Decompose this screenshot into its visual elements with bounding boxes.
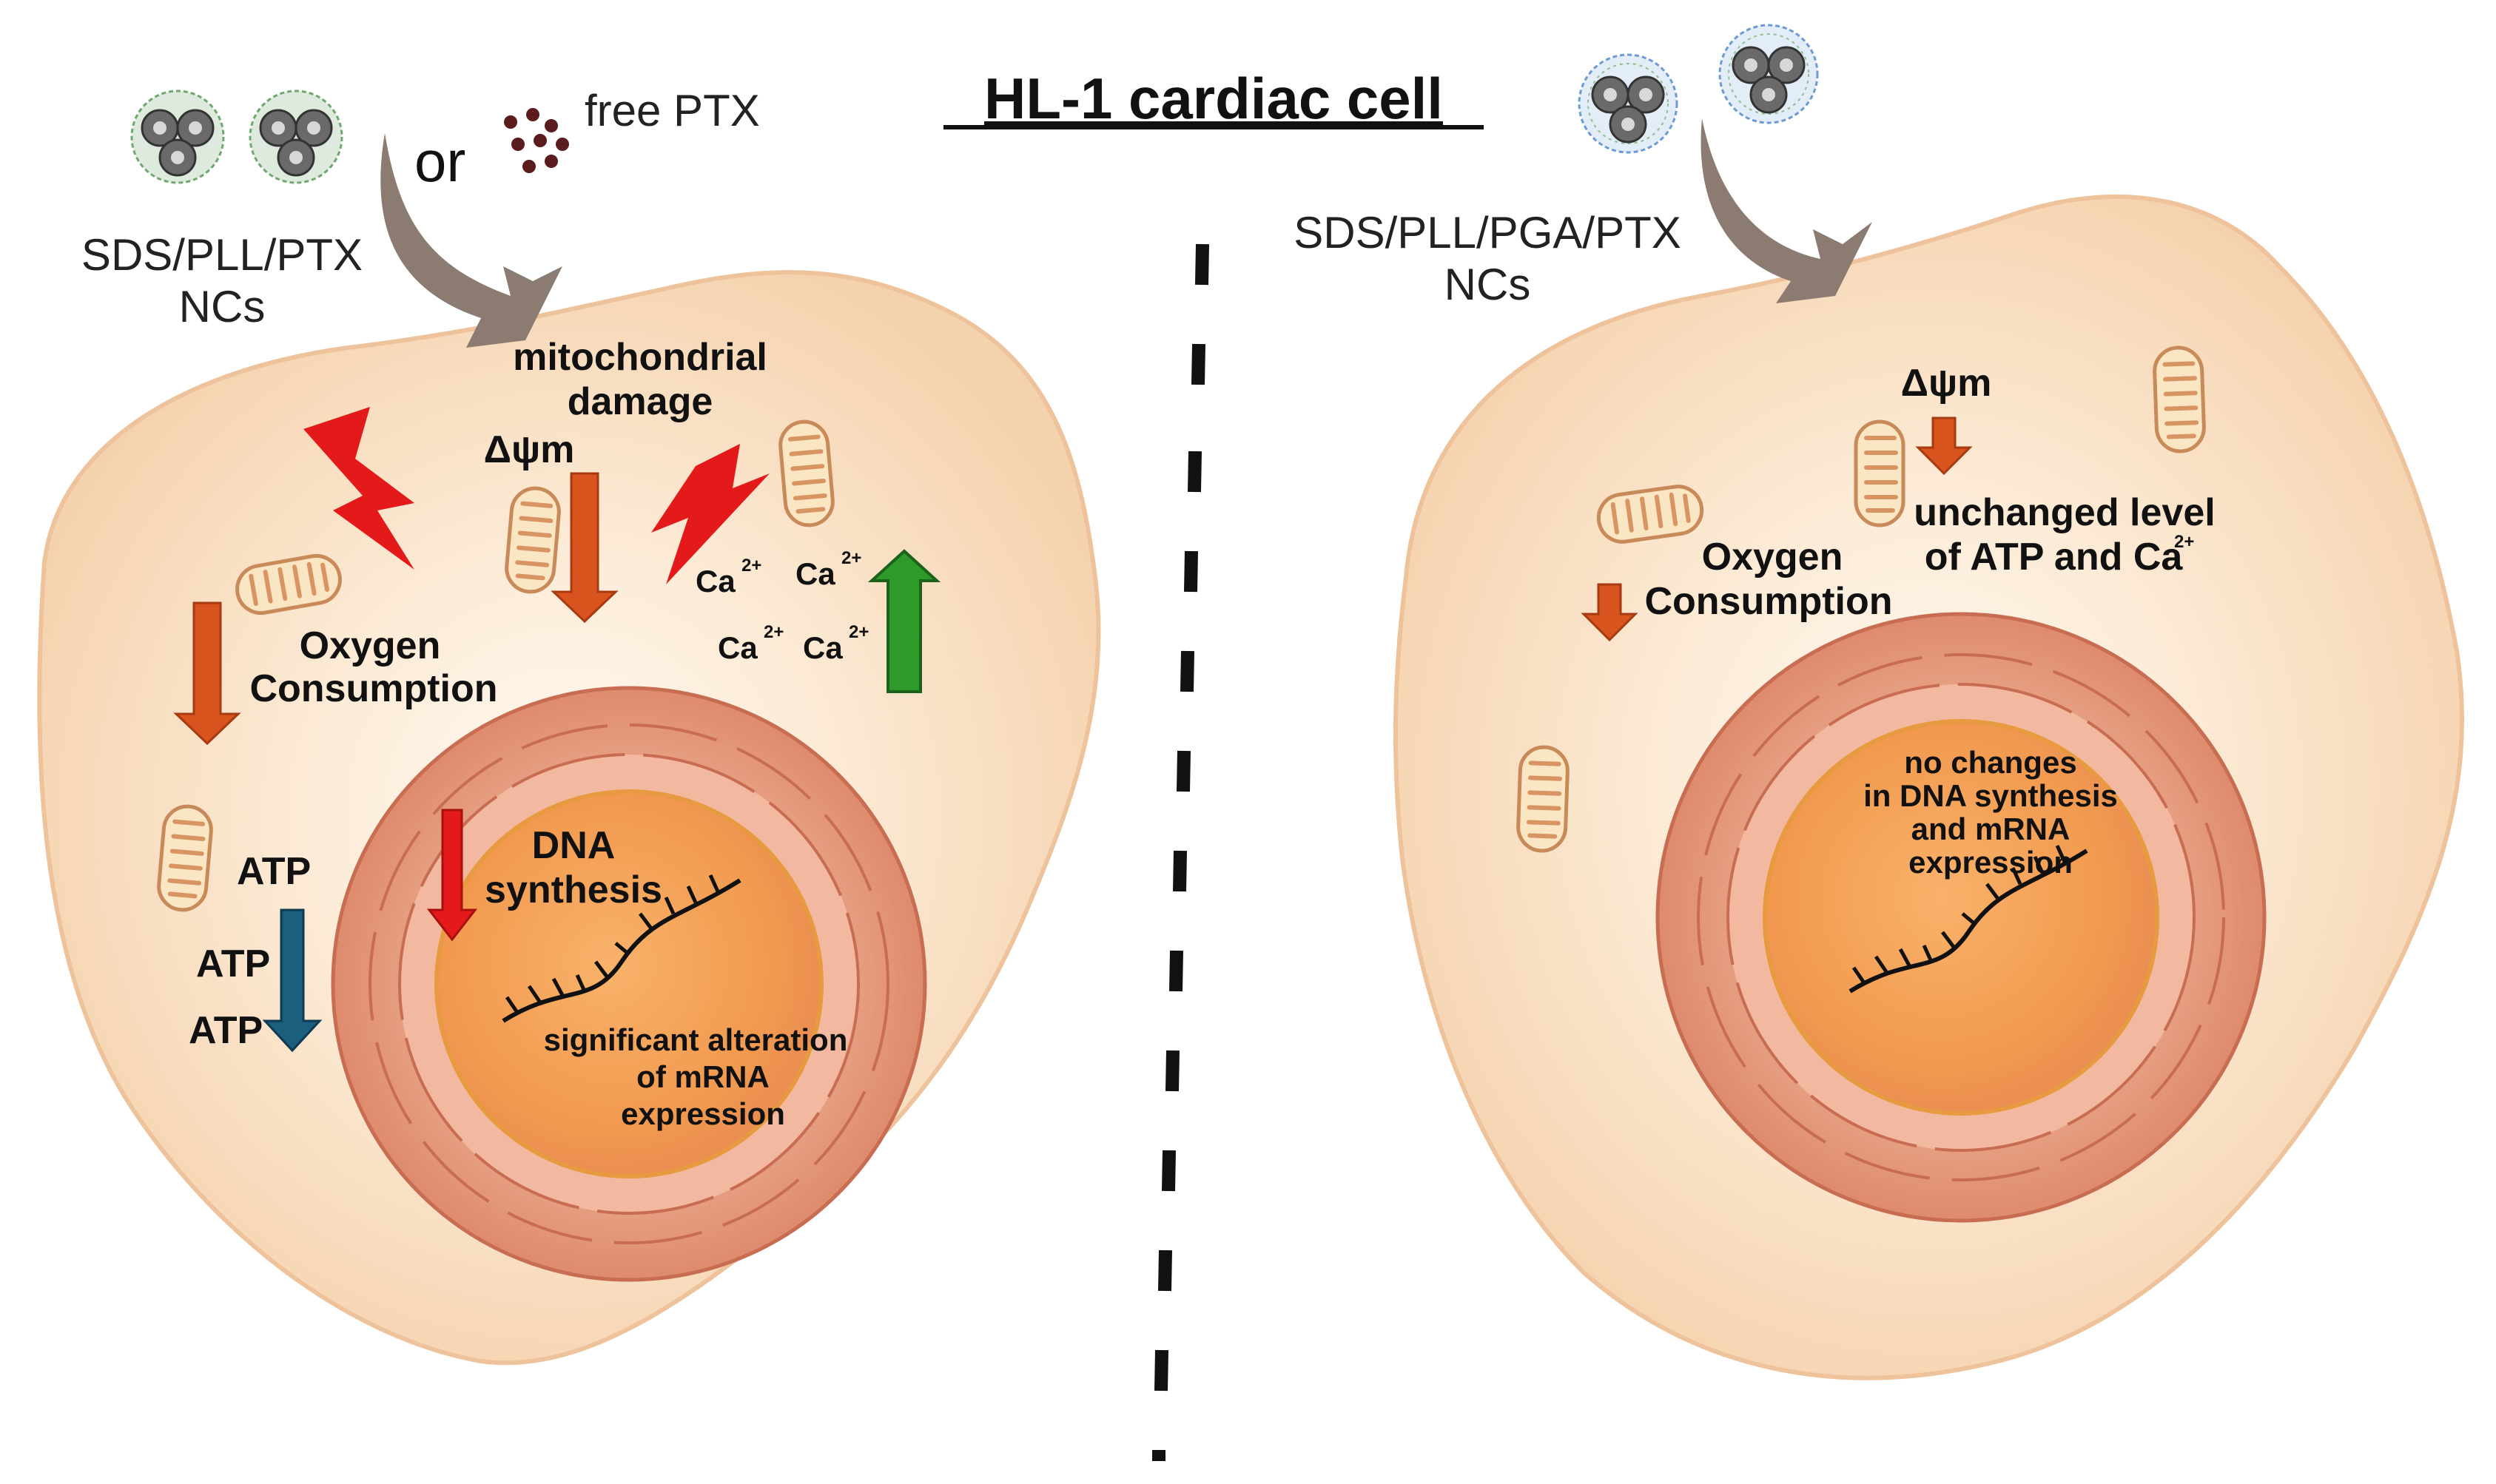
left-nanocrystal-icon-2 [249,90,343,184]
right-oxygen-label-2: Consumption [1644,580,1892,623]
free-ptx-label: free PTX [585,86,760,135]
right-nc-label-2: NCs [1444,260,1531,309]
left-mrna-label-2: of mRNA [636,1059,770,1094]
left-ca-label-2: Ca [795,556,835,591]
right-dna-label-2: in DNA synthesis [1863,778,2118,813]
left-lightning-icon-1 [303,407,414,570]
left-atp-label-2: ATP [196,942,270,985]
left-mito-damage-label: mitochondrial [513,336,767,379]
left-dpsi-label: Δψm [484,428,575,471]
left-dna-label: DNA [532,824,616,867]
left-nanocrystal-icon-1 [130,90,225,184]
left-ca-charge-3: 2+ [764,622,784,642]
left-nc-label: SDS/PLL/PTX [81,230,363,280]
left-mito-3 [778,419,835,527]
right-nanocrystal-icon-1 [1578,53,1678,154]
left-oxygen-down-arrow-icon [173,601,241,746]
right-mito-2 [1856,422,1903,525]
left-oxygen-label-2: Consumption [249,667,497,710]
divider-dashed-line [1152,243,1209,1461]
right-mito-3 [2154,347,2205,452]
right-oxygen-down-arrow-icon [1581,583,1638,642]
left-ca-label-3: Ca [718,630,758,665]
left-mito-damage-label-2: damage [568,380,713,423]
right-dpsi-label: Δψm [1901,362,1992,405]
left-dna-icon [502,878,741,1023]
left-lightning-icon-2 [651,444,770,584]
left-mito-2 [505,486,561,593]
left-dna-label-2: synthesis [485,869,662,911]
left-atp-label-3: ATP [189,1009,263,1052]
or-label: or [414,129,465,194]
free-ptx-dots-icon [504,108,569,173]
right-dpsi-down-arrow-icon [1915,416,1973,476]
left-ca-up-arrow-icon [867,549,941,693]
left-cell: mitochondrial damage Δψm Ca 2+ Ca 2+ Ca … [37,270,1101,1366]
page-title: HL-1 cardiac cell [984,66,1443,131]
left-ca-label-4: Ca [803,630,843,665]
left-dna-down-arrow-icon [426,809,478,942]
left-ca-charge-2: 2+ [841,548,861,568]
left-atp-down-arrow-icon [262,908,323,1053]
left-dpsi-down-arrow-icon [551,472,619,624]
right-dna-label: no changes [1904,745,2076,780]
right-dna-label-4: expression [1908,845,2073,880]
left-atp-label-1: ATP [237,850,311,893]
right-entry-arrow-icon [1701,118,1872,303]
right-unchanged-label: unchanged level [1914,491,2215,534]
left-mrna-label: significant alteration [544,1022,848,1057]
left-mito-4 [157,804,213,911]
right-nc-label: SDS/PLL/PGA/PTX [1294,208,1681,257]
left-mrna-label-3: expression [621,1096,785,1131]
right-cell: Δψm unchanged level of ATP and Ca 2+ Oxy… [1393,194,2465,1380]
right-dna-icon [1849,849,2088,994]
right-oxygen-label: Oxygen [1702,536,1843,579]
right-nucleus [1763,719,2159,1116]
left-oxygen-label: Oxygen [300,624,441,667]
right-mito-4 [1518,746,1569,851]
right-nanocrystal-icon-2 [1718,24,1819,124]
left-ca-charge-4: 2+ [849,622,869,642]
right-unchanged-charge: 2+ [2174,532,2194,552]
right-dna-label-3: and mRNA [1911,812,2071,846]
left-ca-label-1: Ca [696,564,736,598]
left-nc-label-2: NCs [179,282,266,331]
right-unchanged-label-2: of ATP and Ca [1925,536,2184,579]
left-ca-charge-1: 2+ [741,556,761,576]
left-entry-arrow-icon [380,133,562,348]
